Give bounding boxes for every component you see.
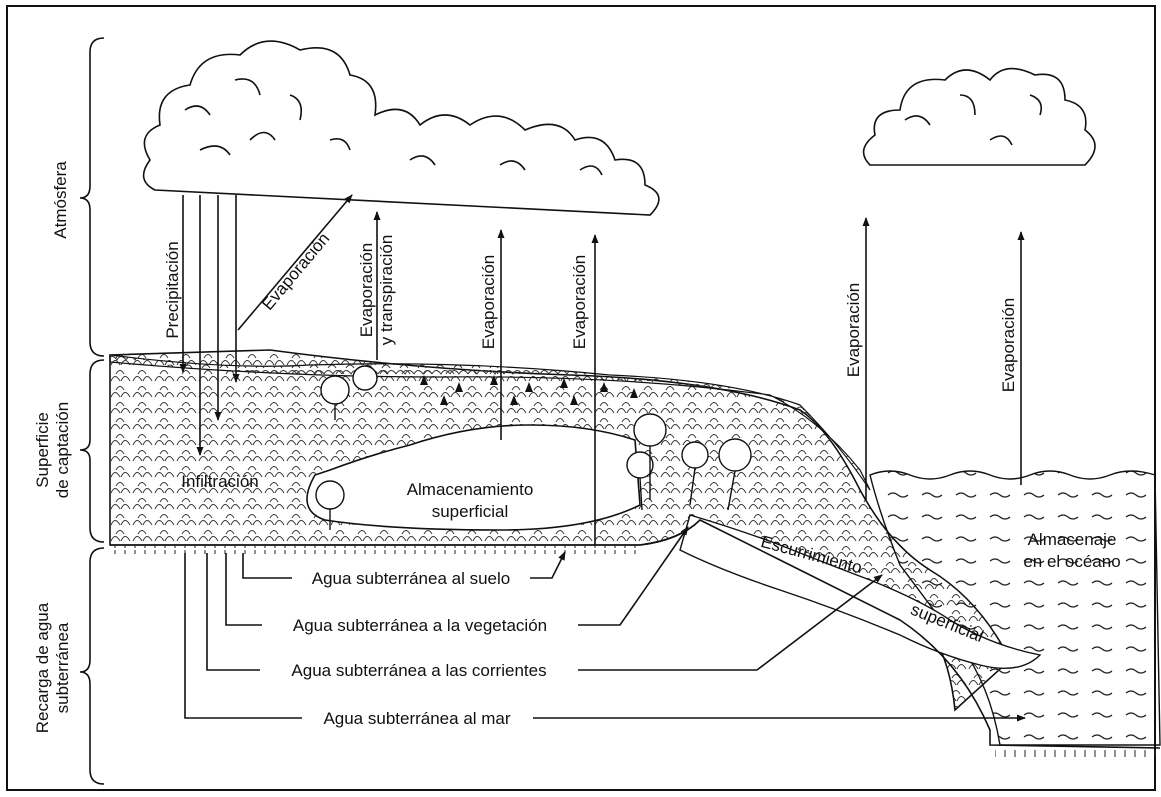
- infiltration-label: Infiltración: [181, 472, 258, 491]
- surface-storage-label-1: Almacenamiento: [407, 480, 534, 499]
- catchment-brace: [80, 360, 104, 542]
- evap-transp-label-2: y transpiración: [377, 235, 396, 346]
- cloud-large: [144, 41, 659, 215]
- zone-label-catchment-2: de captación: [53, 402, 72, 498]
- ocean-storage-label-2: en el océano: [1023, 552, 1120, 571]
- recharge-brace: [80, 548, 104, 784]
- gw-sea-label: Agua subterránea al mar: [323, 709, 510, 728]
- zone-label-atmosphere: Atmósfera: [51, 161, 70, 239]
- cloud-small: [864, 69, 1095, 165]
- gw-soil-label: Agua subterránea al suelo: [312, 569, 510, 588]
- surface-storage-label-2: superficial: [432, 502, 509, 521]
- precipitation-label: Precipitación: [163, 241, 182, 338]
- seafloor-ticks: [995, 748, 1160, 757]
- gw-vegetation-label: Agua subterránea a la vegetación: [293, 616, 547, 635]
- evaporation-label-5: Evaporación: [999, 298, 1018, 393]
- zone-braces: [80, 38, 104, 784]
- evaporation-label-4: Evaporación: [844, 283, 863, 378]
- bedrock-ticks: [110, 545, 640, 554]
- evaporation-label-2: Evaporación: [479, 255, 498, 350]
- zone-label-catchment-1: Superficie: [33, 412, 52, 488]
- atmosphere-brace: [80, 38, 104, 356]
- gw-streams-label: Agua subterránea a las corrientes: [291, 661, 546, 680]
- ocean-storage-label-1: Almacenaje: [1028, 530, 1117, 549]
- evaporation-diagonal-label: Evaporación: [258, 229, 333, 314]
- zone-label-recharge-2: subterránea: [53, 622, 72, 713]
- evap-transp-label-1: Evaporación: [357, 243, 376, 338]
- zone-label-recharge-1: Recarga de agua: [33, 602, 52, 733]
- catchment-land: [110, 350, 1010, 710]
- evaporation-label-3: Evaporación: [570, 255, 589, 350]
